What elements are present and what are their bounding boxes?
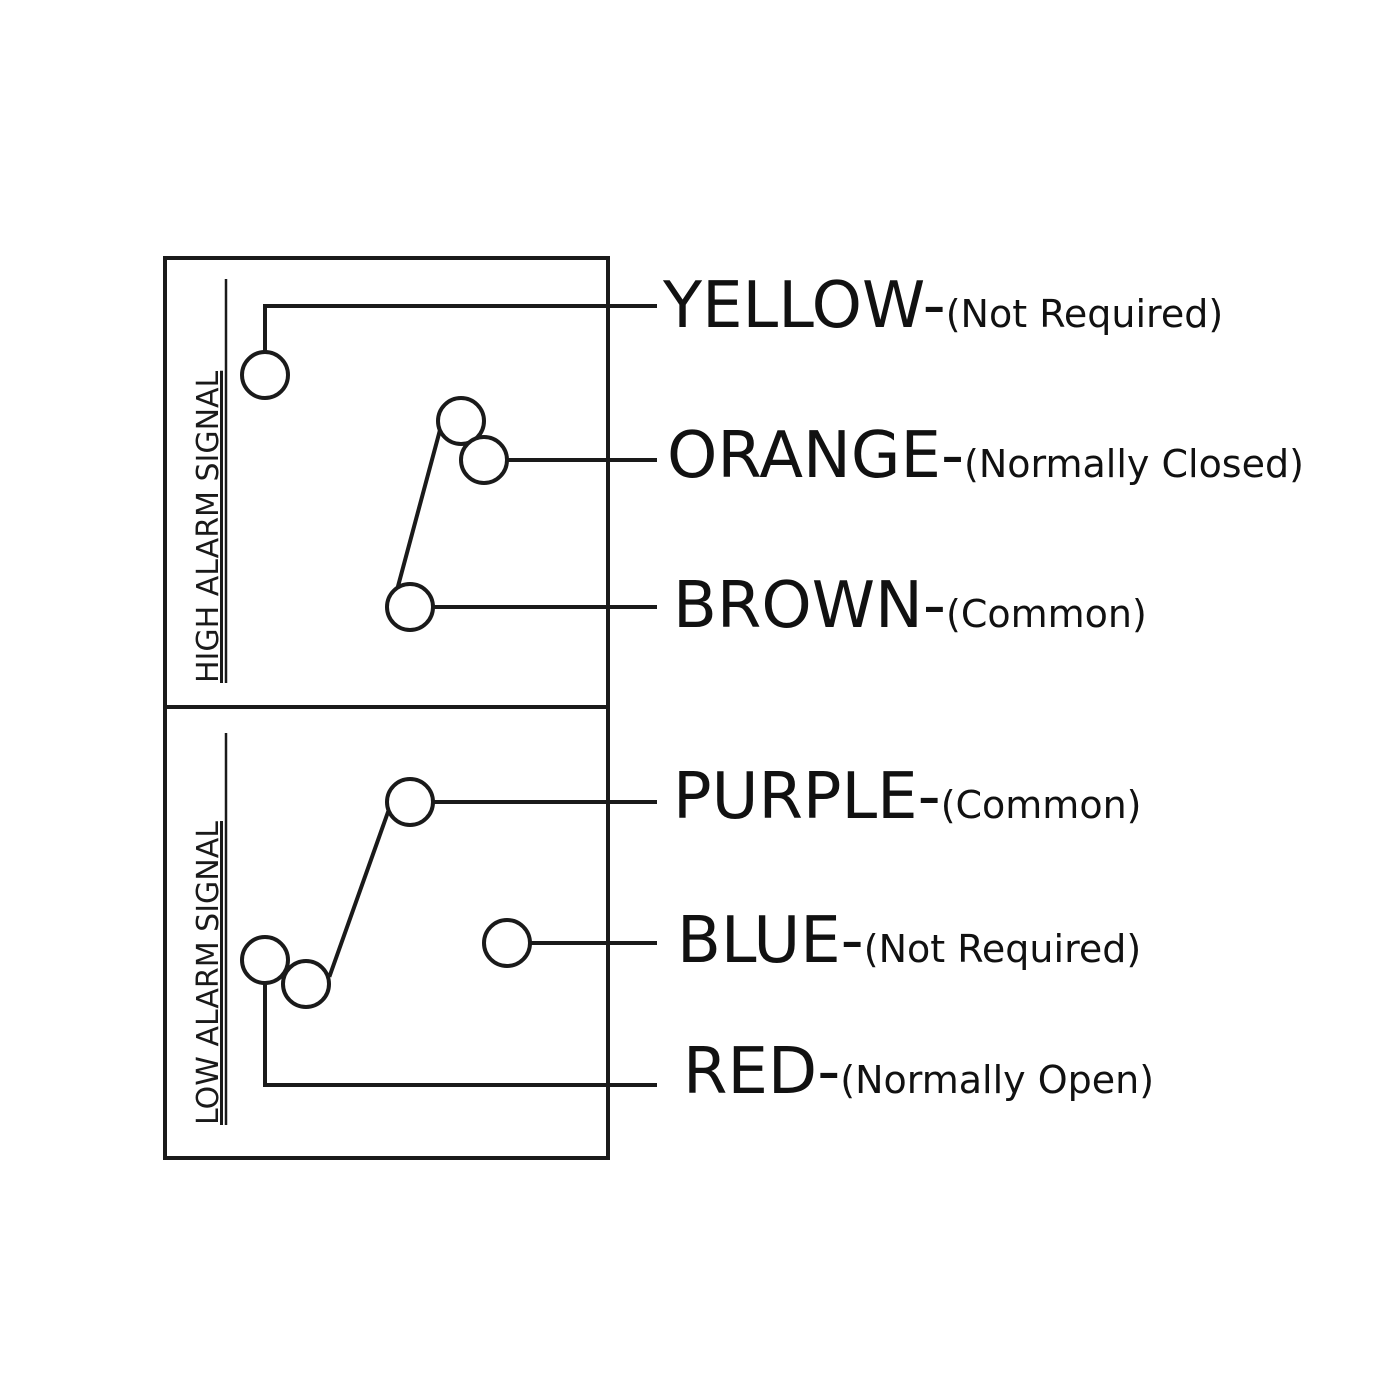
low-alarm-section-label: LOW ALARM SIGNAL bbox=[191, 733, 228, 1125]
orange-label: ORANGE-(Normally Closed) bbox=[667, 419, 1304, 493]
high-switch-arm bbox=[394, 427, 443, 593]
purple-terminal bbox=[385, 777, 435, 827]
high-alarm-section-label: HIGH ALARM SIGNAL bbox=[191, 279, 228, 683]
high-switch-contact bbox=[436, 396, 486, 446]
red-terminal bbox=[240, 935, 290, 985]
blue-terminal bbox=[482, 918, 532, 968]
svg-text:HIGH ALARM SIGNAL: HIGH ALARM SIGNAL bbox=[191, 370, 226, 683]
brown-label: BROWN-(Common) bbox=[673, 569, 1147, 643]
purple-label: PURPLE-(Common) bbox=[673, 760, 1142, 834]
low-switch-arm bbox=[327, 809, 391, 978]
red-wire bbox=[263, 981, 657, 1087]
red-label: RED-(Normally Open) bbox=[683, 1035, 1154, 1109]
yellow-terminal bbox=[240, 350, 290, 400]
brown-terminal bbox=[385, 582, 435, 632]
svg-text:LOW ALARM SIGNAL: LOW ALARM SIGNAL bbox=[191, 821, 226, 1125]
orange-terminal bbox=[459, 435, 509, 485]
yellow-wire bbox=[263, 304, 657, 354]
blue-label: BLUE-(Not Required) bbox=[677, 904, 1141, 978]
yellow-label: YELLOW-(Not Required) bbox=[662, 269, 1223, 343]
low-switch-contact bbox=[281, 959, 331, 1009]
